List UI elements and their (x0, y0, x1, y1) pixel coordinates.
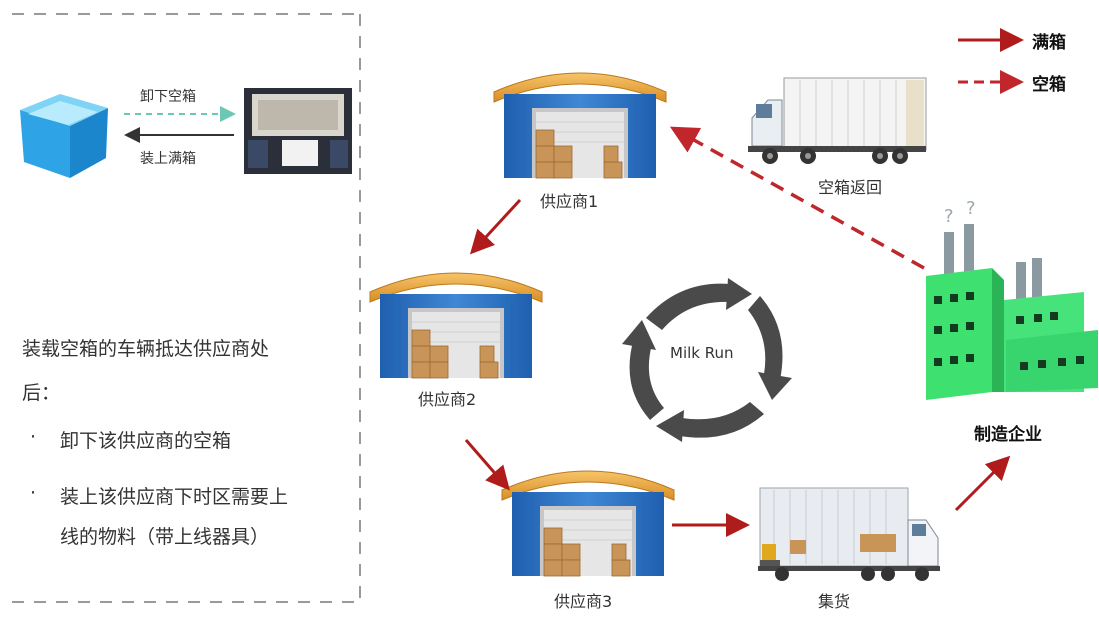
empty-container-icon (20, 94, 108, 178)
milk-run-cycle-icon (622, 278, 792, 442)
supplier1-label: 供应商1 (540, 192, 599, 211)
full-container-photo (244, 88, 352, 174)
note-bullet1: 卸下该供应商的空箱 (60, 430, 232, 452)
factory-building: ? ? (926, 198, 1098, 400)
legend-full-label: 满箱 (1032, 33, 1066, 53)
empty-return-label: 空箱返回 (818, 178, 883, 197)
arrow-supplier2-to-supplier3 (464, 439, 510, 491)
collection-truck (758, 487, 940, 581)
supplier3-warehouse (501, 470, 675, 577)
bullet-dot-2: · (30, 482, 37, 504)
supplier1-warehouse (493, 72, 667, 179)
left-panel-border (12, 13, 361, 603)
supplier3-label: 供应商3 (554, 592, 613, 611)
arrow-supplier1-to-supplier2 (469, 198, 522, 255)
manufacturer-label: 制造企业 (974, 425, 1042, 445)
note-line2: 后： (22, 382, 61, 404)
arrow-collect-to-factory (954, 455, 1011, 512)
svg-text:?: ? (944, 206, 954, 227)
note-line1: 装载空箱的车辆抵达供应商处 (22, 338, 270, 360)
milk-run-label: Milk Run (670, 344, 734, 362)
bullet-dot-1: · (30, 426, 37, 448)
legend-empty-label: 空箱 (1032, 75, 1066, 95)
note-bullet2-line1: 装上该供应商下时区需要上 (60, 486, 289, 508)
note-bullet2-line2: 线的物料（带上线器具） (60, 526, 270, 548)
arrow-empty-return (669, 126, 925, 270)
unload-empty-label: 卸下空箱 (140, 89, 196, 105)
supplier2-label: 供应商2 (418, 390, 477, 409)
collect-label: 集货 (818, 592, 851, 611)
empty-return-truck (748, 77, 927, 164)
supplier2-warehouse (369, 272, 543, 379)
load-full-label: 装上满箱 (140, 151, 196, 167)
svg-text:?: ? (966, 198, 976, 219)
